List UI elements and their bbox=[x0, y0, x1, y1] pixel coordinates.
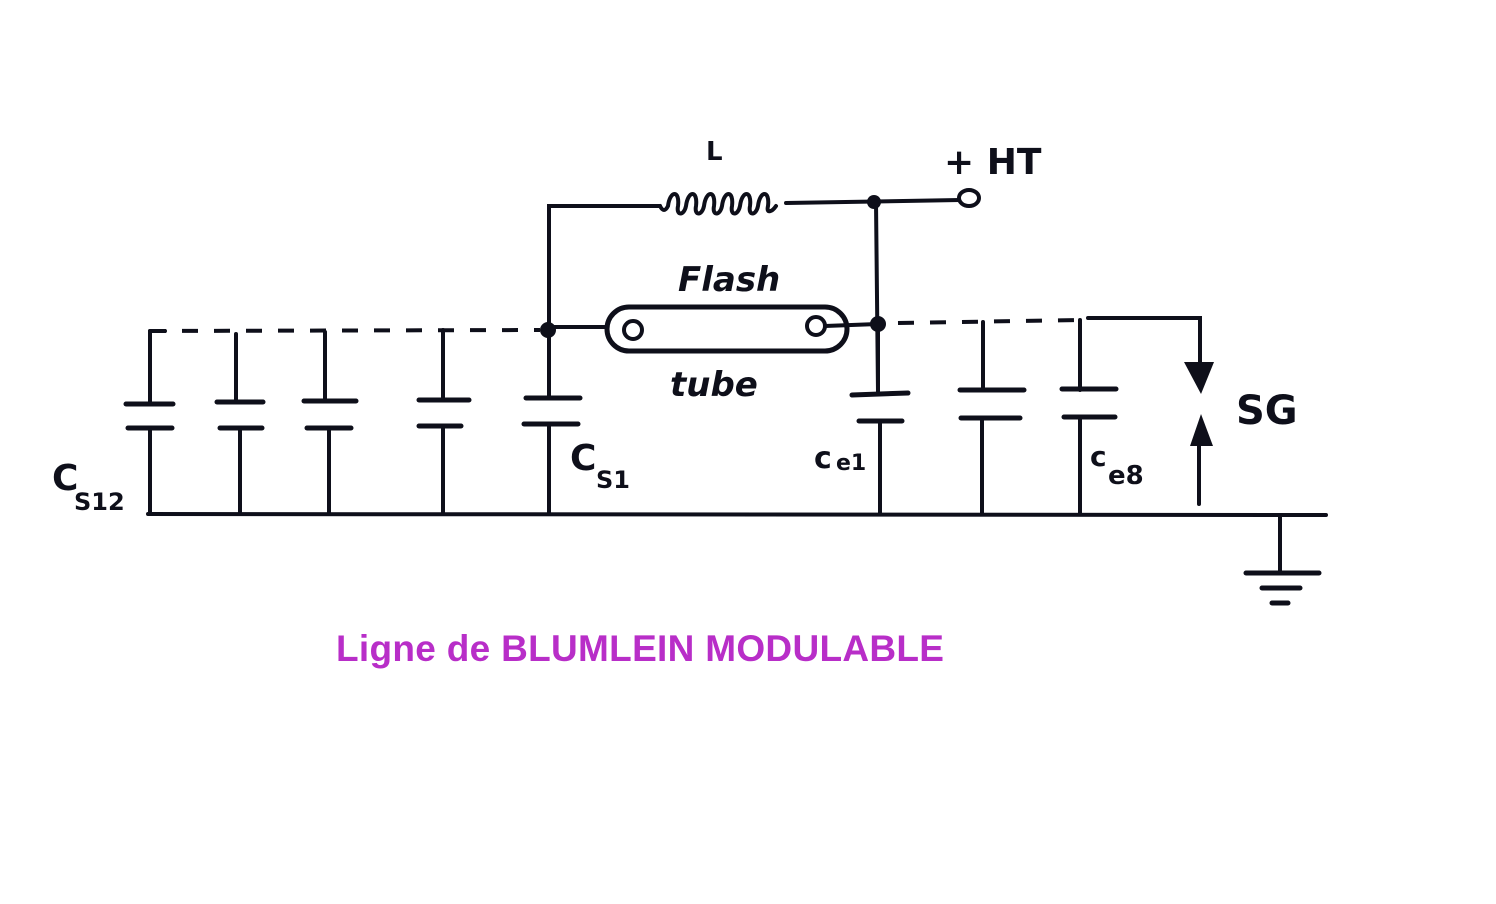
capacitor-cs bbox=[301, 330, 359, 516]
flash-electrode-left bbox=[622, 319, 644, 341]
capacitor-bank-e: c e1 c e8 bbox=[814, 318, 1144, 516]
ht-terminal[interactable] bbox=[957, 188, 981, 208]
inductor-coil bbox=[658, 192, 778, 216]
inductor-label: L bbox=[706, 137, 723, 167]
left-dashed-rail bbox=[148, 328, 541, 333]
cs12-sub: S12 bbox=[74, 488, 125, 516]
label-ce8: c e8 bbox=[1090, 440, 1144, 491]
diagram-title: Ligne de BLUMLEIN MODULABLE bbox=[336, 628, 945, 669]
ce8-main: c bbox=[1090, 440, 1107, 473]
flash-electrode-right bbox=[805, 315, 827, 337]
right-dashed-rail bbox=[897, 316, 1202, 372]
spark-gap[interactable]: SG bbox=[1184, 362, 1298, 506]
cs1-main: C bbox=[570, 438, 596, 479]
flash-label: Flash bbox=[678, 260, 780, 300]
flash-tube: Flash tube bbox=[540, 260, 886, 405]
inductor-branch: L + HT bbox=[547, 137, 1042, 394]
tube-label: tube bbox=[670, 365, 758, 405]
label-ce1: c e1 bbox=[814, 441, 866, 476]
ce1-sub: e1 bbox=[836, 451, 866, 476]
flash-tube-body bbox=[604, 304, 850, 354]
capacitor-ce1 bbox=[849, 322, 911, 516]
ground-rail bbox=[146, 512, 1328, 517]
label-cs12: C S12 bbox=[52, 458, 125, 516]
cs1-sub: S1 bbox=[596, 466, 630, 494]
ht-label: + HT bbox=[944, 142, 1042, 183]
capacitor-bank-s: C S12 C S1 bbox=[52, 328, 630, 516]
spark-gap-label: SG bbox=[1236, 388, 1298, 434]
capacitor-ce8 bbox=[1059, 318, 1119, 516]
label-cs1: C S1 bbox=[570, 438, 630, 494]
spark-gap-upper-electrode bbox=[1184, 362, 1214, 394]
ce8-sub: e8 bbox=[1108, 461, 1144, 491]
right-rail-dashed bbox=[897, 318, 1083, 325]
capacitor-cs1 bbox=[521, 328, 583, 516]
capacitor-cs bbox=[416, 328, 472, 516]
capacitor-cs bbox=[214, 332, 266, 516]
spark-gap-feed-wire bbox=[1086, 316, 1202, 372]
inductor-left-wire bbox=[547, 204, 662, 332]
capacitor-ce bbox=[957, 320, 1027, 516]
spark-gap-lower-electrode bbox=[1190, 414, 1213, 446]
left-rail-dashed bbox=[149, 328, 541, 333]
ce1-main: c bbox=[814, 441, 832, 476]
cs12-main: C bbox=[52, 458, 78, 499]
ground bbox=[146, 512, 1328, 606]
capacitor-cs12 bbox=[123, 329, 176, 516]
flash-right-lead bbox=[823, 322, 880, 328]
